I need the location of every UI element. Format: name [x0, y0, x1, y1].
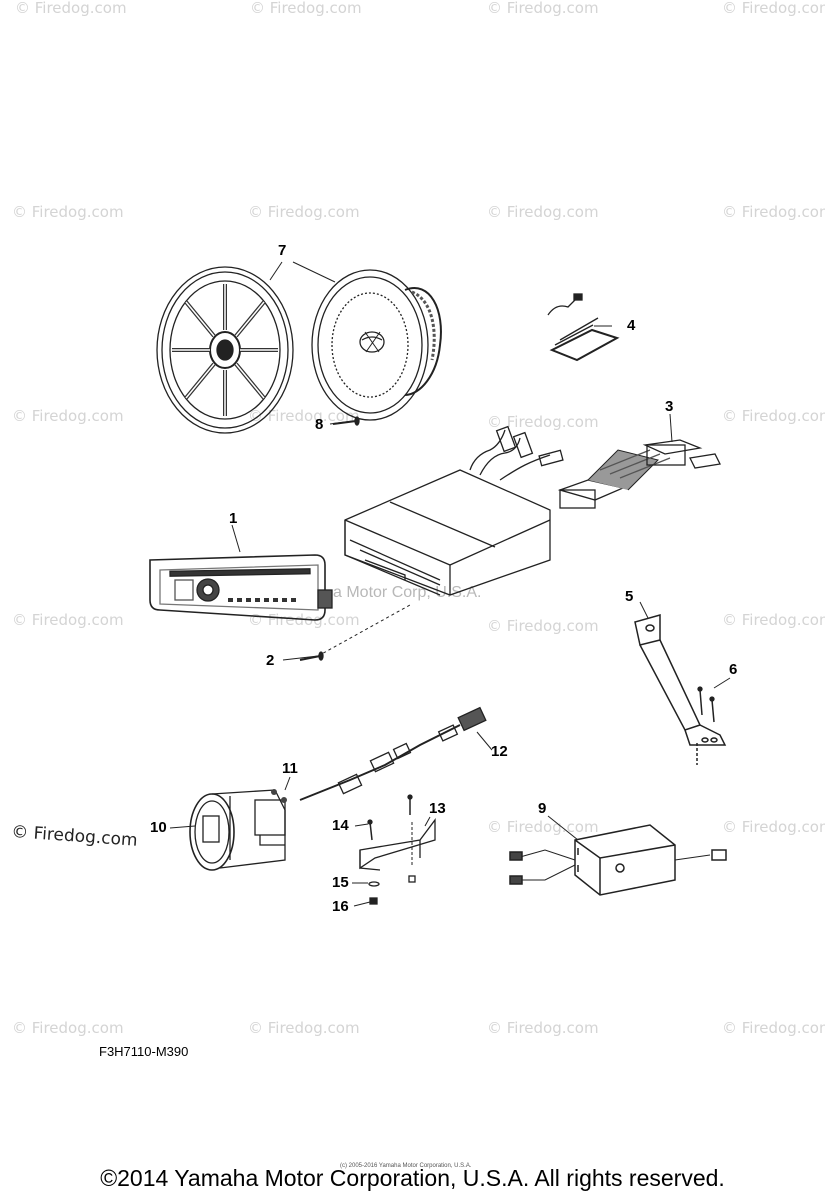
- amplifier: [509, 824, 727, 896]
- nuts: [271, 789, 287, 803]
- watermark: © Firedog.com: [487, 617, 599, 635]
- extension-cable: [299, 706, 487, 801]
- callout-12: 12: [491, 743, 508, 760]
- watermark: © Firedog.com: [487, 413, 599, 431]
- watermark: © Firedog.com: [722, 611, 825, 629]
- wire-connector: [547, 293, 620, 362]
- watermark: © Firedog.com: [487, 203, 599, 221]
- watermark: © Firedog.com: [722, 1019, 825, 1037]
- assembly-line: [317, 604, 411, 657]
- screw: [332, 416, 360, 426]
- wired-remote: [189, 789, 286, 871]
- callout-5: 5: [625, 588, 634, 605]
- callout-13: 13: [429, 800, 446, 817]
- callout-6: 6: [729, 661, 738, 678]
- callout-9: 9: [538, 800, 547, 817]
- watermark: © Firedog.com: [12, 1019, 124, 1037]
- watermark: © Firedog.com: [487, 0, 599, 17]
- wiring-harness: [557, 439, 721, 509]
- callout-4: 4: [627, 317, 636, 334]
- callout-14: 14: [332, 817, 349, 834]
- callout-1: 1: [229, 510, 238, 527]
- watermark: © Firedog.com: [12, 407, 124, 425]
- watermark: © Firedog.com: [248, 1019, 360, 1037]
- watermark: © Firedog.com: [722, 0, 825, 17]
- watermark: © Firedog.com: [248, 203, 360, 221]
- speaker: [311, 269, 442, 421]
- callout-16: 16: [332, 898, 349, 915]
- callout-11: 11: [282, 760, 298, 777]
- mounting-bracket: [634, 614, 727, 765]
- watermark: © Firedog.com: [250, 0, 362, 17]
- callout-3: 3: [665, 398, 674, 415]
- callout-7: 7: [278, 242, 287, 259]
- screws: [697, 686, 715, 723]
- watermark: © Firedog.com: [15, 0, 127, 17]
- diagram-code: F3H7110-M390: [99, 1044, 189, 1059]
- watermark: © Firedog.com: [487, 818, 599, 836]
- screw: [299, 651, 324, 661]
- copyright-footer: ©2014 Yamaha Motor Corporation, U.S.A. A…: [100, 1165, 725, 1191]
- remote-bracket: [359, 818, 436, 871]
- callout-10: 10: [150, 819, 167, 836]
- head-unit-sleeve: [344, 425, 564, 596]
- watermark: © Firedog.com: [12, 611, 124, 629]
- hardware: [367, 794, 416, 905]
- callout-15: 15: [332, 874, 349, 891]
- watermark: © Firedog.com: [12, 203, 124, 221]
- fine-print: (c) 2005-2016 Yamaha Motor Corporation, …: [340, 1163, 472, 1169]
- watermark: © Firedog.com: [722, 203, 825, 221]
- speaker-grille: [156, 266, 294, 434]
- watermark-center: a Motor Corp, U.S.A.: [333, 584, 482, 601]
- callout-8: 8: [315, 416, 324, 433]
- watermark: © Firedog.com: [722, 818, 825, 836]
- watermark: © Firedog.com: [248, 407, 360, 425]
- callout-2: 2: [266, 652, 275, 669]
- stereo-faceplate: [149, 554, 333, 621]
- watermark: © Firedog.com: [487, 1019, 599, 1037]
- watermark: © Firedog.com: [722, 407, 825, 425]
